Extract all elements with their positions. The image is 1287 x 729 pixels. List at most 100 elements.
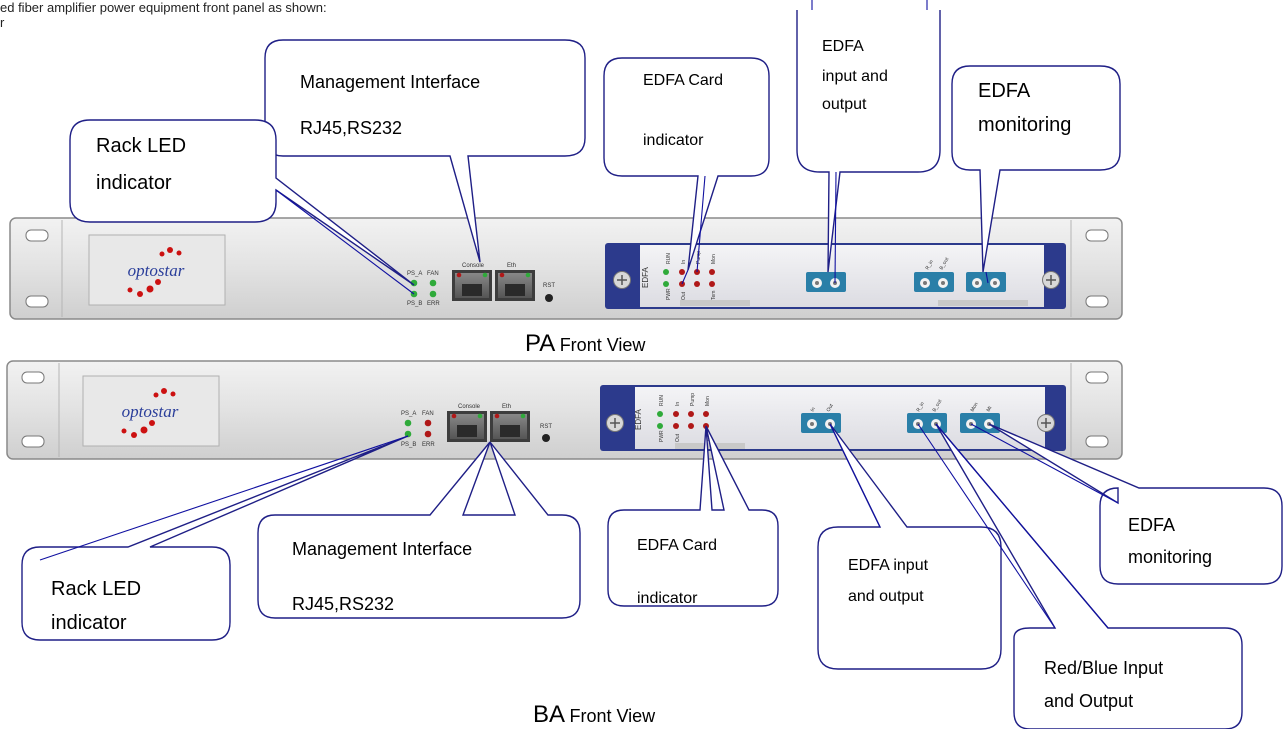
pa-label-rst: RST [543,283,555,289]
pa-card-led-in [679,269,685,275]
pa-port-red-blue [914,272,954,292]
ba-callout-red-blue [935,423,1243,729]
pa-callout-mon [951,65,1121,273]
ba-io-text-2: and output [848,588,924,605]
pa-brand-logo: optostar [88,234,226,306]
pa-card-label-mon: Mon [711,254,717,264]
pa-caption-subtitle: Front View [559,335,646,355]
pa-led-err [429,290,437,298]
pa-port-label-r-in: R_in [925,259,935,271]
pa-rack-text-1: Rack LED [96,135,187,157]
pa-label-console: Console [462,263,485,269]
ba-callout-rack [21,435,409,641]
pa-card-label-edfa: EDFA [641,266,650,288]
ba-rack-leds: PS_A FAN PS_B ERR [401,411,435,448]
ba-card-label-edfa: EDFA [634,408,643,430]
pa-port-in-out [806,272,846,292]
ba-rack-text-2: indicator [51,612,127,634]
ba-caption-title: BA [533,701,566,728]
pa-card-label-in: In [681,260,687,264]
pa-card-led-run [663,269,669,275]
ba-label-fan: FAN [422,411,434,417]
ba-callout-mgmt [257,441,581,619]
ba-callout-mon [988,423,1283,585]
ba-mgmt-text-2: RJ45,RS232 [292,594,395,614]
pa-label-err: ERR [427,301,440,307]
ba-card-text-2: indicator [637,590,698,607]
ba-mon-text-1: EDFA [1128,515,1176,535]
pa-card-text-1: EDFA Card [643,72,724,89]
header-text: ed fiber amplifier power equipment front… [0,0,327,30]
ba-card-label-run: RUN [659,395,665,406]
ba-card-label-out: Out [675,433,681,442]
pa-io-text-2: input and [822,68,888,85]
pa-rack-text-2: indicator [96,172,172,194]
ba-port-label-mon: Mon [970,401,980,413]
pa-callout-mgmt [264,39,586,263]
ba-rb-text-1: Red/Blue Input [1044,658,1164,678]
pa-label-ps-a: PS_A [407,271,422,277]
pa-io-text-3: output [822,96,867,113]
pa-caption: PA Front View [525,330,645,358]
pa-card-led-mon [709,269,715,275]
pa-io-text-1: EDFA [822,38,864,55]
ba-caption: BA Front View [533,701,655,729]
ba-label-console: Console [458,404,481,410]
pa-caption-title: PA [525,330,556,357]
ba-reset-button [542,434,550,442]
ba-card-led-pump2 [688,423,694,429]
ba-led-ps-a [404,419,412,427]
pa-card-led-pump2 [694,281,700,287]
ba-edfa-card: EDFA RUN In Pump Mon PWR Out Tem In Out [600,385,1066,451]
ba-card-led-in [673,411,679,417]
ba-brand-logo: optostar [82,375,220,447]
ba-mgmt-text-1: Management Interface [292,539,473,559]
ba-callout-card [607,425,779,607]
pa-reset-button [545,294,553,302]
pa-brand-text: optostar [128,261,185,280]
pa-mon-text-1: EDFA [978,80,1031,102]
ba-card-led-mon [703,411,709,417]
pa-callout-card [603,57,770,271]
header-sentence: ed fiber amplifier power equipment front… [0,0,327,15]
ba-label-ps-b: PS_B [401,442,416,448]
pa-port-monitor [966,272,1006,292]
pa-card-label-pump: Pump [696,251,702,264]
pa-label-ps-b: PS_B [407,301,422,307]
ba-callout-io [817,423,1002,670]
ba-card-label-mon: Mon [705,396,711,406]
ba-port-monitor [960,413,1000,433]
ba-card-label-pwr: PWR [659,430,665,442]
ba-label-eth: Eth [502,404,511,410]
ba-card-label-in: In [675,402,681,406]
ba-label-err: ERR [422,442,435,448]
ba-led-fan [424,419,432,427]
pa-mgmt-text-2: RJ45,RS232 [300,118,403,138]
ba-rack-text-1: Rack LED [51,578,142,600]
ba-io-text-1: EDFA input [848,557,929,574]
ba-mon-text-2: monitoring [1128,547,1213,567]
ba-label-rst: RST [540,424,552,430]
ba-rb-text-2: and Output [1044,691,1134,711]
ba-card-text-1: EDFA Card [637,537,718,554]
header-tail: r [0,15,5,30]
ba-card-led-run [657,411,663,417]
pa-callout-rack [69,119,415,286]
pa-led-fan [429,279,437,287]
ba-port-label-r-in: R_in [916,401,926,413]
ba-port-label-in: In [810,406,817,413]
ba-led-ps-b [404,430,412,438]
pa-card-led-pwr [663,281,669,287]
pa-edfa-card: EDFA RUN In Pump Mon PWR Out Tem R_in [605,243,1066,309]
ba-caption-subtitle: Front View [569,706,656,726]
pa-card-label-tem: Tem [711,291,717,300]
ba-card-led-pump [688,411,694,417]
ba-card-label-pump: Pump [690,393,696,406]
ba-management-ports: Console Eth RST [447,404,552,442]
pa-mgmt-text-1: Management Interface [300,72,481,92]
ba-card-led-out [673,423,679,429]
ba-led-err [424,430,432,438]
pa-card-led-tem [709,281,715,287]
pa-card-label-out: Out [681,291,687,300]
